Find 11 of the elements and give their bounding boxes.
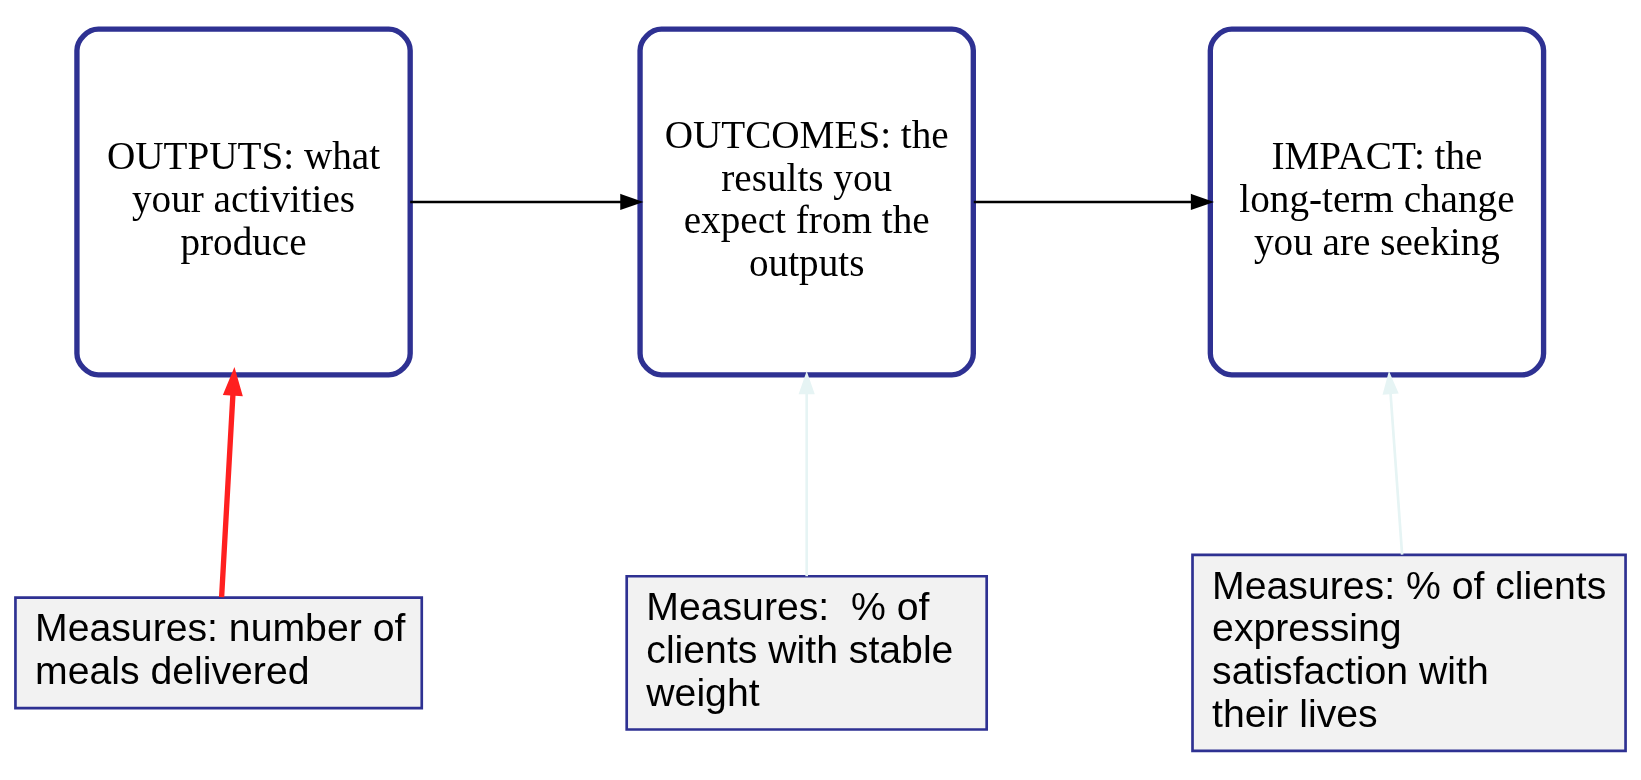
node-box: Measures: number of meals delivered xyxy=(14,596,424,710)
arrow xyxy=(973,193,1215,211)
arrow xyxy=(218,367,243,598)
arrow xyxy=(1382,370,1404,555)
node-box: IMPACT: the long-term change you are seeking xyxy=(1207,26,1547,378)
node-box: Measures: % of clients with stable weight xyxy=(625,574,988,731)
node-box: OUTPUTS: what your activities produce xyxy=(74,26,413,378)
node-box: OUTCOMES: the results you expect from the outputs xyxy=(637,26,976,378)
arrow xyxy=(410,193,644,211)
node-box: Measures: % of clients expressing satisfaction with their lives xyxy=(1191,553,1627,753)
arrow xyxy=(798,371,815,577)
